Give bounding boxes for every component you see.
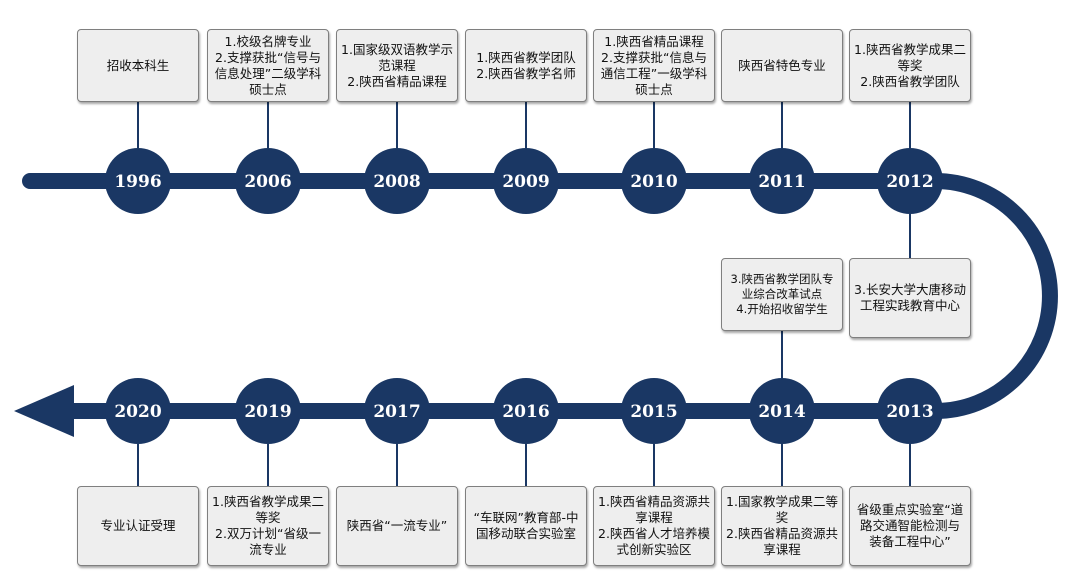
year-marker-2019: 2019 (235, 378, 301, 444)
year-marker-2012: 2012 (877, 148, 943, 214)
event-text: 3.长安大学大唐移动工程实践教育中心 (854, 282, 966, 313)
timeline-track (22, 173, 1058, 419)
event-box-2011: 陕西省特色专业 (721, 29, 843, 102)
year-marker-2009: 2009 (493, 148, 559, 214)
year-label: 2009 (502, 172, 549, 192)
event-box-2017: 陕西省“一流专业” (336, 486, 458, 566)
year-circle (364, 378, 430, 444)
event-box-1996: 招收本科生 (77, 29, 199, 102)
year-label: 2020 (114, 402, 161, 422)
year-marker-2014: 2014 (749, 378, 815, 444)
event-text: 陕西省特色专业 (738, 57, 826, 73)
year-marker-2015: 2015 (621, 378, 687, 444)
connector-lines (137, 102, 911, 486)
year-marker-2017: 2017 (364, 378, 430, 444)
event-text: 3.陕西省教学团队专业综合改革试点 (730, 272, 834, 301)
year-circle (621, 148, 687, 214)
year-marker-2006: 2006 (235, 148, 301, 214)
year-label: 2008 (373, 172, 420, 192)
event-box-2016: “车联网”教育部-中国移动联合实验室 (465, 486, 587, 566)
event-text: “车联网”教育部-中国移动联合实验室 (473, 510, 579, 541)
year-markers: 1996 2006 2008 2009 2010 2011 2012 2013 2014 2015… (105, 148, 943, 444)
year-label: 2010 (630, 172, 677, 192)
event-box-2013: 省级重点实验室“道路交通智能检测与装备工程中心” (849, 486, 971, 566)
year-marker-2011: 2011 (749, 148, 815, 214)
event-text: 1.国家教学成果二等奖 (726, 494, 838, 525)
year-label: 2013 (886, 402, 933, 422)
year-marker-2010: 2010 (621, 148, 687, 214)
event-text: 陕西省“一流专业” (346, 518, 448, 533)
year-circle (621, 378, 687, 444)
year-circle (749, 378, 815, 444)
year-marker-2013: 2013 (877, 378, 943, 444)
event-text: 2.陕西省人才培养模式创新实验区 (598, 526, 710, 557)
event-text: 专业认证受理 (100, 518, 176, 533)
event-text: 2.支撑获批“信号与信息处理”二级学科硕士点 (214, 49, 322, 97)
year-circle (105, 378, 171, 444)
year-label: 2016 (502, 402, 549, 422)
event-box-2012: 3.长安大学大唐移动工程实践教育中心 (849, 258, 971, 338)
event-text: 1.校级名牌专业 (224, 33, 312, 49)
year-label: 2006 (244, 172, 291, 192)
year-label: 2014 (758, 402, 805, 422)
event-text: 1.陕西省精品资源共享课程 (598, 494, 710, 525)
year-marker-2008: 2008 (364, 148, 430, 214)
event-text: 2.双万计划“省级一流专业 (215, 526, 321, 557)
year-circle (235, 148, 301, 214)
year-marker-1996: 1996 (105, 148, 171, 214)
year-circle (105, 148, 171, 214)
event-text: 2.陕西省精品资源共享课程 (726, 526, 838, 557)
year-circle (749, 148, 815, 214)
event-text: 4.开始招收留学生 (736, 302, 828, 316)
year-label: 2019 (244, 402, 291, 422)
event-box-2020: 专业认证受理 (77, 486, 199, 566)
year-label: 2011 (758, 172, 805, 192)
year-label: 2012 (886, 172, 933, 192)
year-circle (493, 148, 559, 214)
event-text: 招收本科生 (106, 57, 170, 73)
year-circle (364, 148, 430, 214)
event-text: 2.陕西省教学名师 (476, 65, 576, 81)
event-text: 1.国家级双语教学示范课程 (341, 41, 453, 73)
year-circle (235, 378, 301, 444)
year-label: 2017 (373, 402, 420, 422)
year-circle (877, 378, 943, 444)
event-text: 2.陕西省教学团队 (860, 73, 960, 89)
event-text: 2.陕西省精品课程 (347, 73, 447, 89)
year-circle (877, 148, 943, 214)
year-label: 2015 (630, 402, 677, 422)
year-marker-2020: 2020 (105, 378, 171, 444)
year-circle (493, 378, 559, 444)
arrow-head-icon (14, 385, 74, 437)
event-text: 1.陕西省教学成果二等奖 (854, 41, 966, 73)
event-text: 1.陕西省教学团队 (476, 49, 576, 65)
year-label: 1996 (114, 172, 161, 192)
event-text: 2.支撑获批“信息与通信工程”一级学科硕士点 (600, 49, 708, 97)
year-marker-2016: 2016 (493, 378, 559, 444)
event-text: 省级重点实验室“道路交通智能检测与装备工程中心” (856, 502, 964, 549)
event-text: 1.陕西省精品课程 (604, 33, 704, 49)
event-text: 1.陕西省教学成果二等奖 (212, 494, 324, 525)
